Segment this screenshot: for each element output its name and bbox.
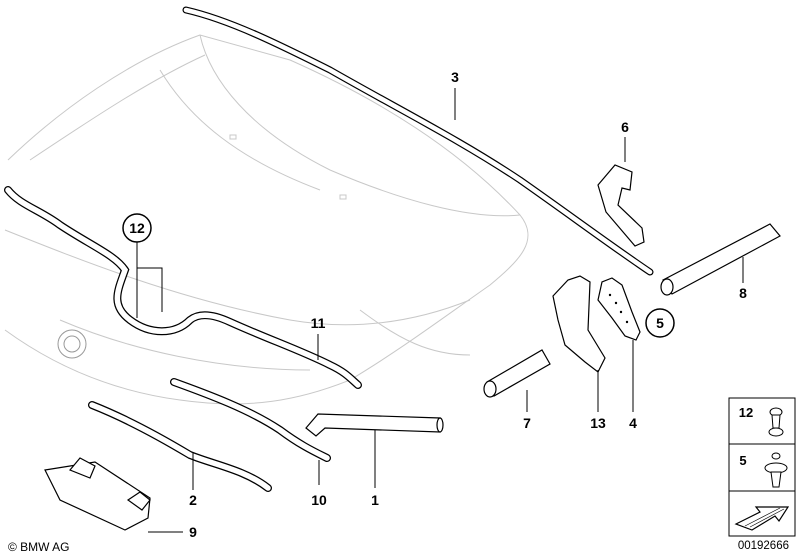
part-10-seal-strip: [170, 378, 331, 462]
part-2-seal-strip: [88, 401, 272, 492]
direction-arrow-icon: [734, 506, 790, 531]
callout-1: 1: [371, 492, 379, 508]
callout-6: 6: [621, 119, 629, 135]
callout-2: 2: [189, 492, 197, 508]
copyright-text: © BMW AG: [8, 540, 70, 554]
expanding-rivet-icon: [764, 452, 788, 488]
callout-10: 10: [311, 492, 327, 508]
part-1-bent-tube: [305, 413, 444, 437]
part-9-bracket-plate: [44, 457, 151, 531]
part-3-hood-seal: [182, 6, 654, 276]
callout-9: 9: [189, 524, 197, 540]
callout-8: 8: [739, 285, 747, 301]
part-12-front-seal: [4, 186, 362, 389]
callout-3: 3: [451, 69, 459, 85]
legend-label-12: 12: [739, 405, 753, 420]
callout-13: 13: [590, 415, 606, 431]
callout-5: 5: [656, 315, 664, 331]
callout-4: 4: [629, 415, 637, 431]
callout-11: 11: [311, 315, 326, 331]
callout-5-circle: [645, 308, 675, 338]
part-4-perforated-clip: [597, 277, 641, 341]
callout-labels: 3 6 8 12 11 5 7 13 4 2 10 1 9: [122, 69, 747, 540]
push-rivet-icon: [768, 407, 784, 437]
callout-12-circle: [122, 213, 152, 243]
part-13-holder: [552, 275, 606, 373]
legend-label-5: 5: [739, 453, 746, 468]
fastener-legend: 12 5: [728, 397, 796, 537]
part-7-short-tube: [483, 349, 551, 398]
callout-12: 12: [129, 220, 145, 236]
callout-7: 7: [523, 415, 531, 431]
leader-lines: [136, 88, 744, 533]
part-6-bracket: [597, 164, 645, 247]
hood-outline: [4, 34, 529, 405]
part-8-foam-tube: [660, 223, 781, 296]
document-number: 00192666: [737, 540, 789, 552]
